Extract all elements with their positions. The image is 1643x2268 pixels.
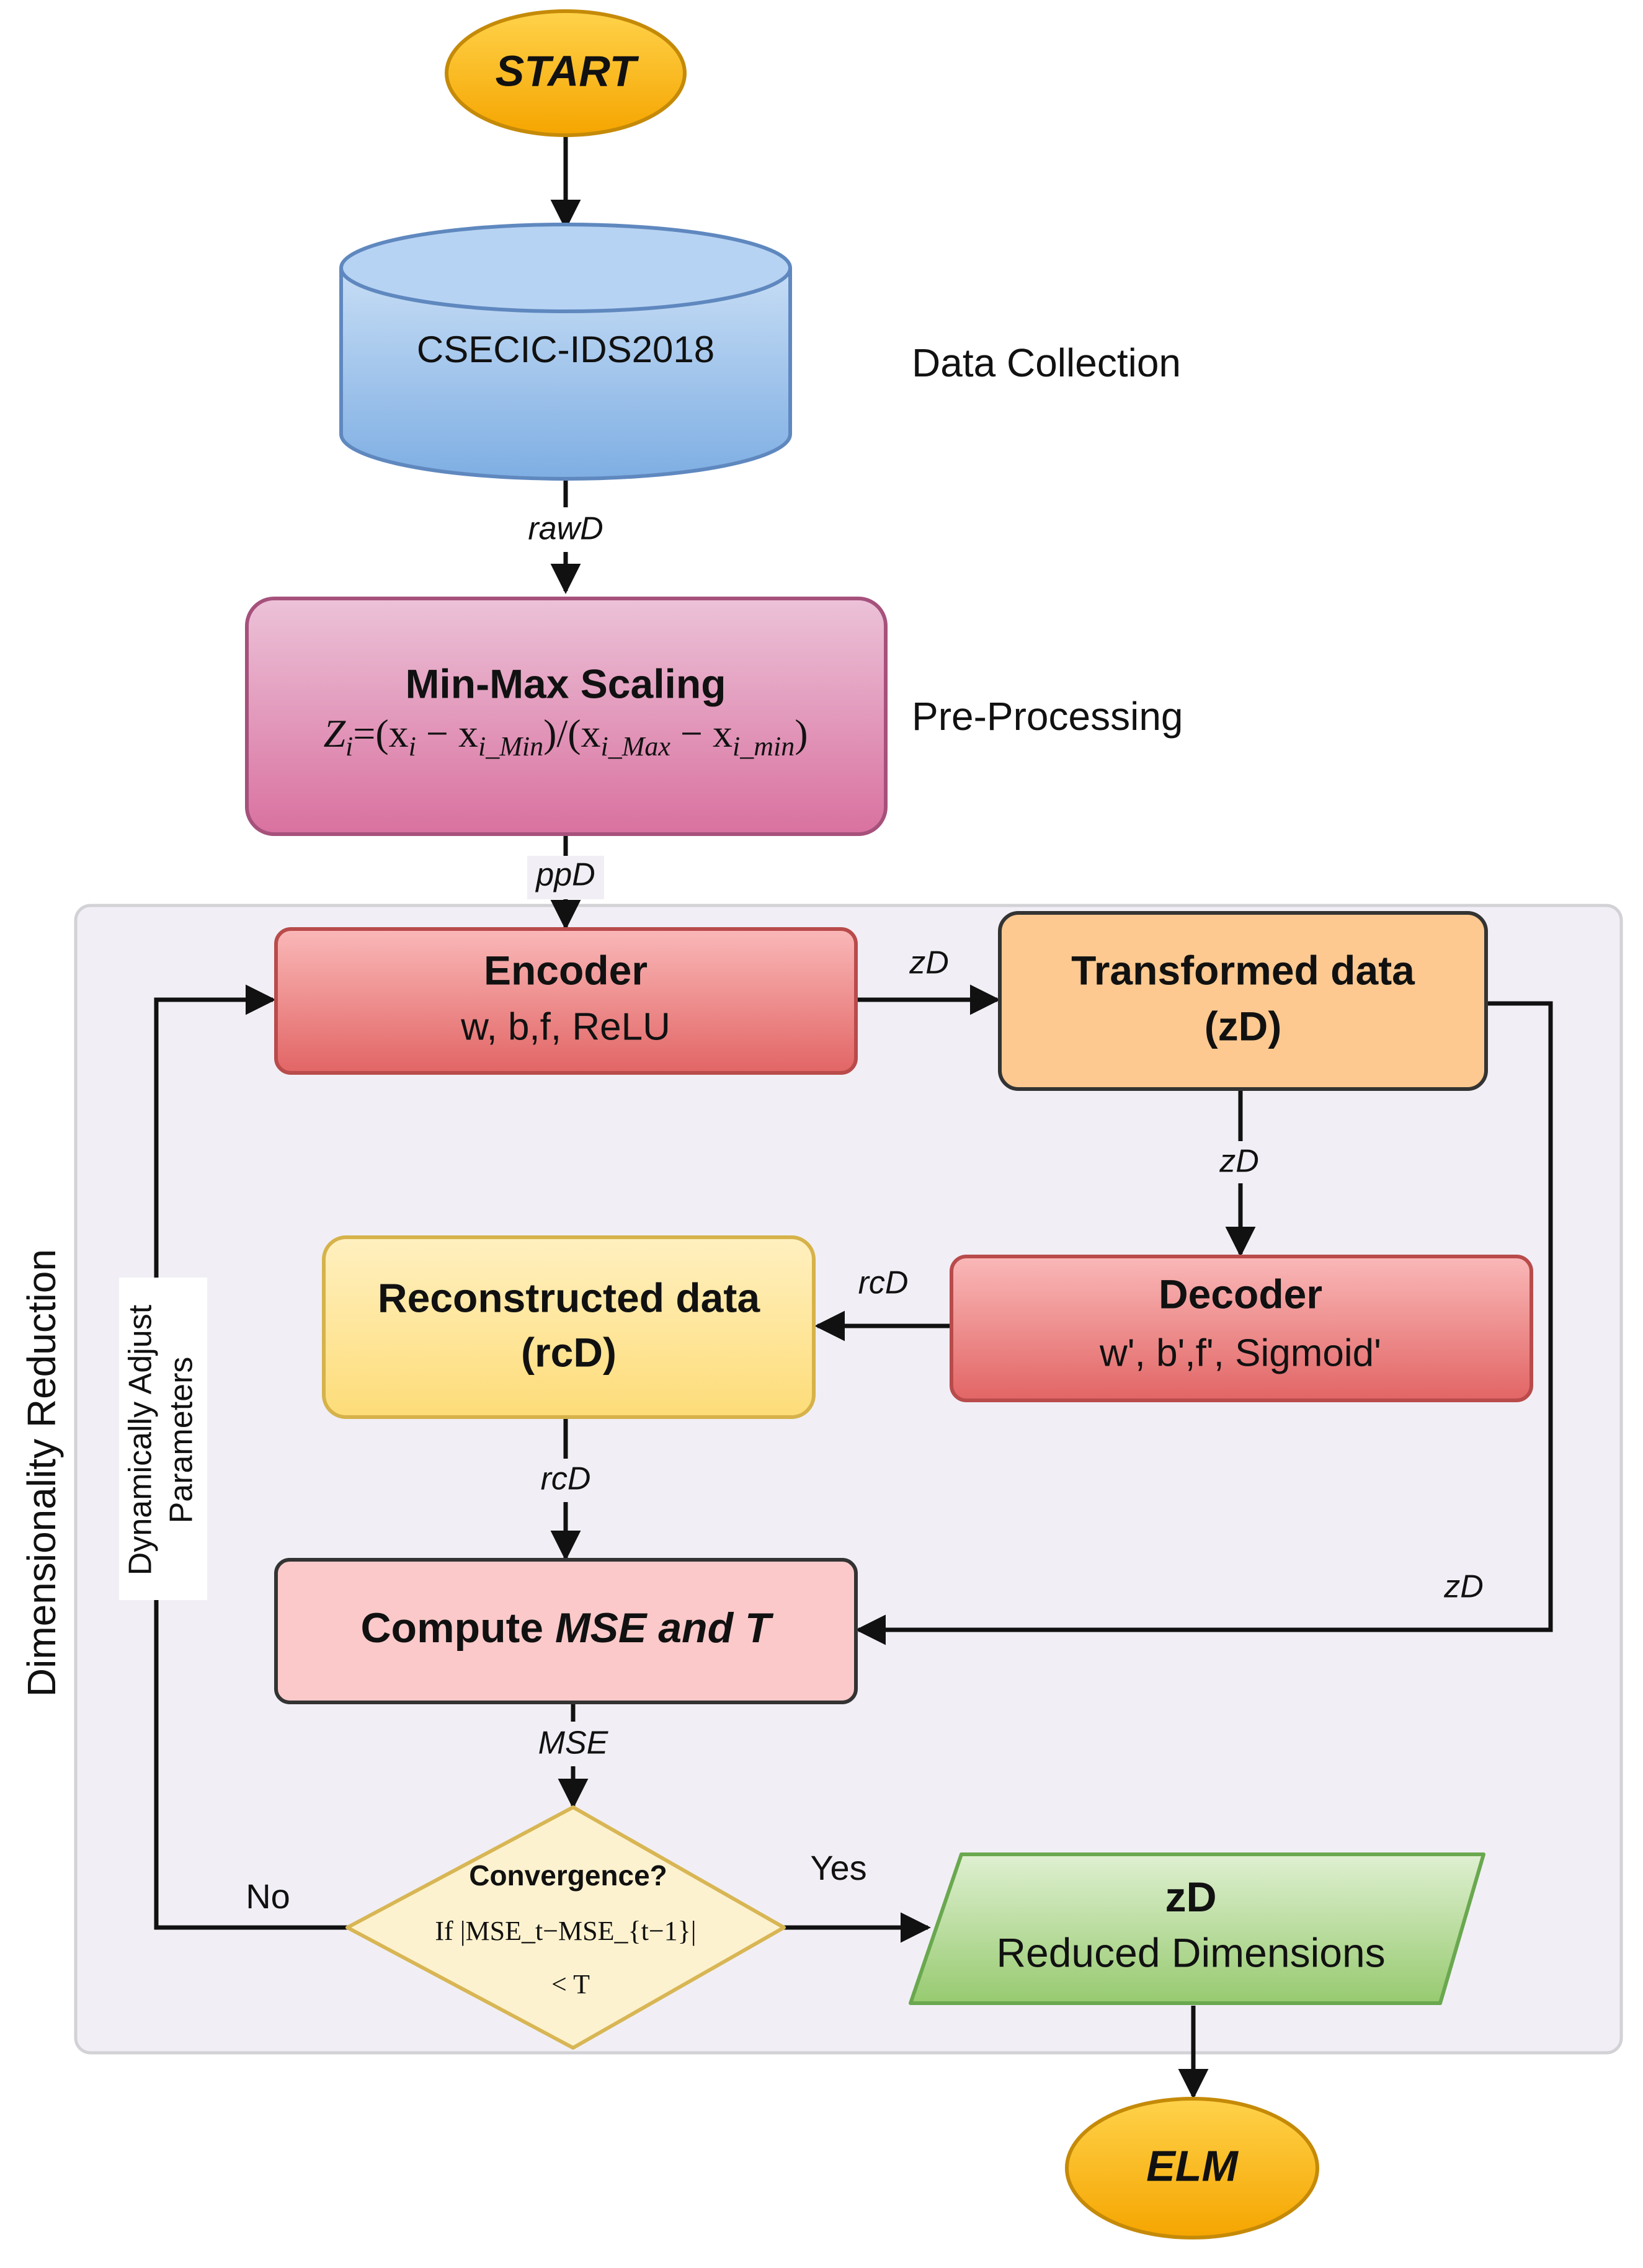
edge-label-mse: MSE (538, 1725, 609, 1761)
edge-label-no: No (246, 1877, 290, 1916)
reconstructed-sub: (rcD) (521, 1329, 617, 1375)
stage-label-data-collection: Data Collection (912, 340, 1181, 385)
decoder-box: Decoder w', b',f', Sigmoid' (950, 1255, 1533, 1402)
stage-label-dimensionality-reduction: Dimensionality Reduction (19, 1249, 64, 1697)
edge-label-zd-encoder: zD (909, 945, 949, 981)
minmax-formula: Zi=(xi − xi_Min)/(xi_Max − xi_min) (323, 711, 808, 762)
dimensionality-reduction-panel (74, 904, 1623, 2055)
compute-label: Compute MSE and T (360, 1604, 774, 1652)
elm-node: ELM (1065, 2097, 1319, 2239)
transformed-sub: (zD) (1204, 1003, 1282, 1049)
reduced-sub: Reduced Dimensions (996, 1929, 1385, 1975)
dataset-cylinder: CSECIC-IDS2018 (339, 223, 792, 481)
reconstructed-data-box: Reconstructed data (rcD) (322, 1235, 816, 1419)
reduced-title: zD (1165, 1874, 1216, 1921)
convergence-condition: If |MSE_t−MSE_{t−1}| (435, 1916, 696, 1946)
elm-label: ELM (1146, 2141, 1239, 2190)
reconstructed-title: Reconstructed data (378, 1274, 760, 1320)
decoder-params: w', b',f', Sigmoid' (1099, 1332, 1381, 1374)
edge-transformed-to-compute (855, 1001, 1553, 1645)
stage-label-pre-processing: Pre-Processing (912, 694, 1183, 739)
feedback-label-line1: Dynamically Adjust (123, 1304, 159, 1575)
dataset-label: CSECIC-IDS2018 (417, 329, 715, 370)
encoder-params: w, b,f, ReLU (460, 1005, 670, 1048)
feedback-label-line2: Parameters (164, 1357, 200, 1524)
edge-label-yes: Yes (810, 1848, 866, 1887)
minmax-scaling-box: Min-Max Scaling Zi=(xi − xi_Min)/(xi_Max… (245, 597, 888, 836)
edge-label-rcd-reconstructed: rcD (858, 1265, 909, 1301)
edge-label-zd-loop: zD (1443, 1569, 1484, 1605)
convergence-decision: Convergence? If |MSE_t−MSE_{t−1}| < T (345, 1805, 786, 2050)
encoder-box: Encoder w, b,f, ReLU (274, 927, 858, 1075)
encoder-title: Encoder (484, 947, 648, 993)
start-label: START (496, 47, 639, 95)
convergence-title: Convergence? (469, 1859, 667, 1892)
start-node: START (445, 9, 687, 137)
edge-label-ppd: ppD (535, 857, 595, 893)
reduced-dimensions-output: zD Reduced Dimensions (909, 1852, 1485, 2005)
compute-mse-box: Compute MSE and T (274, 1558, 858, 1704)
transformed-title: Transformed data (1071, 947, 1415, 993)
decoder-title: Decoder (1159, 1271, 1322, 1317)
minmax-title: Min-Max Scaling (405, 660, 726, 706)
edge-label-zd-decoder: zD (1219, 1144, 1259, 1180)
edge-label-rawd: rawD (528, 511, 603, 547)
transformed-data-box: Transformed data (zD) (998, 911, 1488, 1091)
edge-label-rcd-mse: rcD (541, 1461, 591, 1497)
convergence-threshold: < T (551, 1969, 590, 1999)
